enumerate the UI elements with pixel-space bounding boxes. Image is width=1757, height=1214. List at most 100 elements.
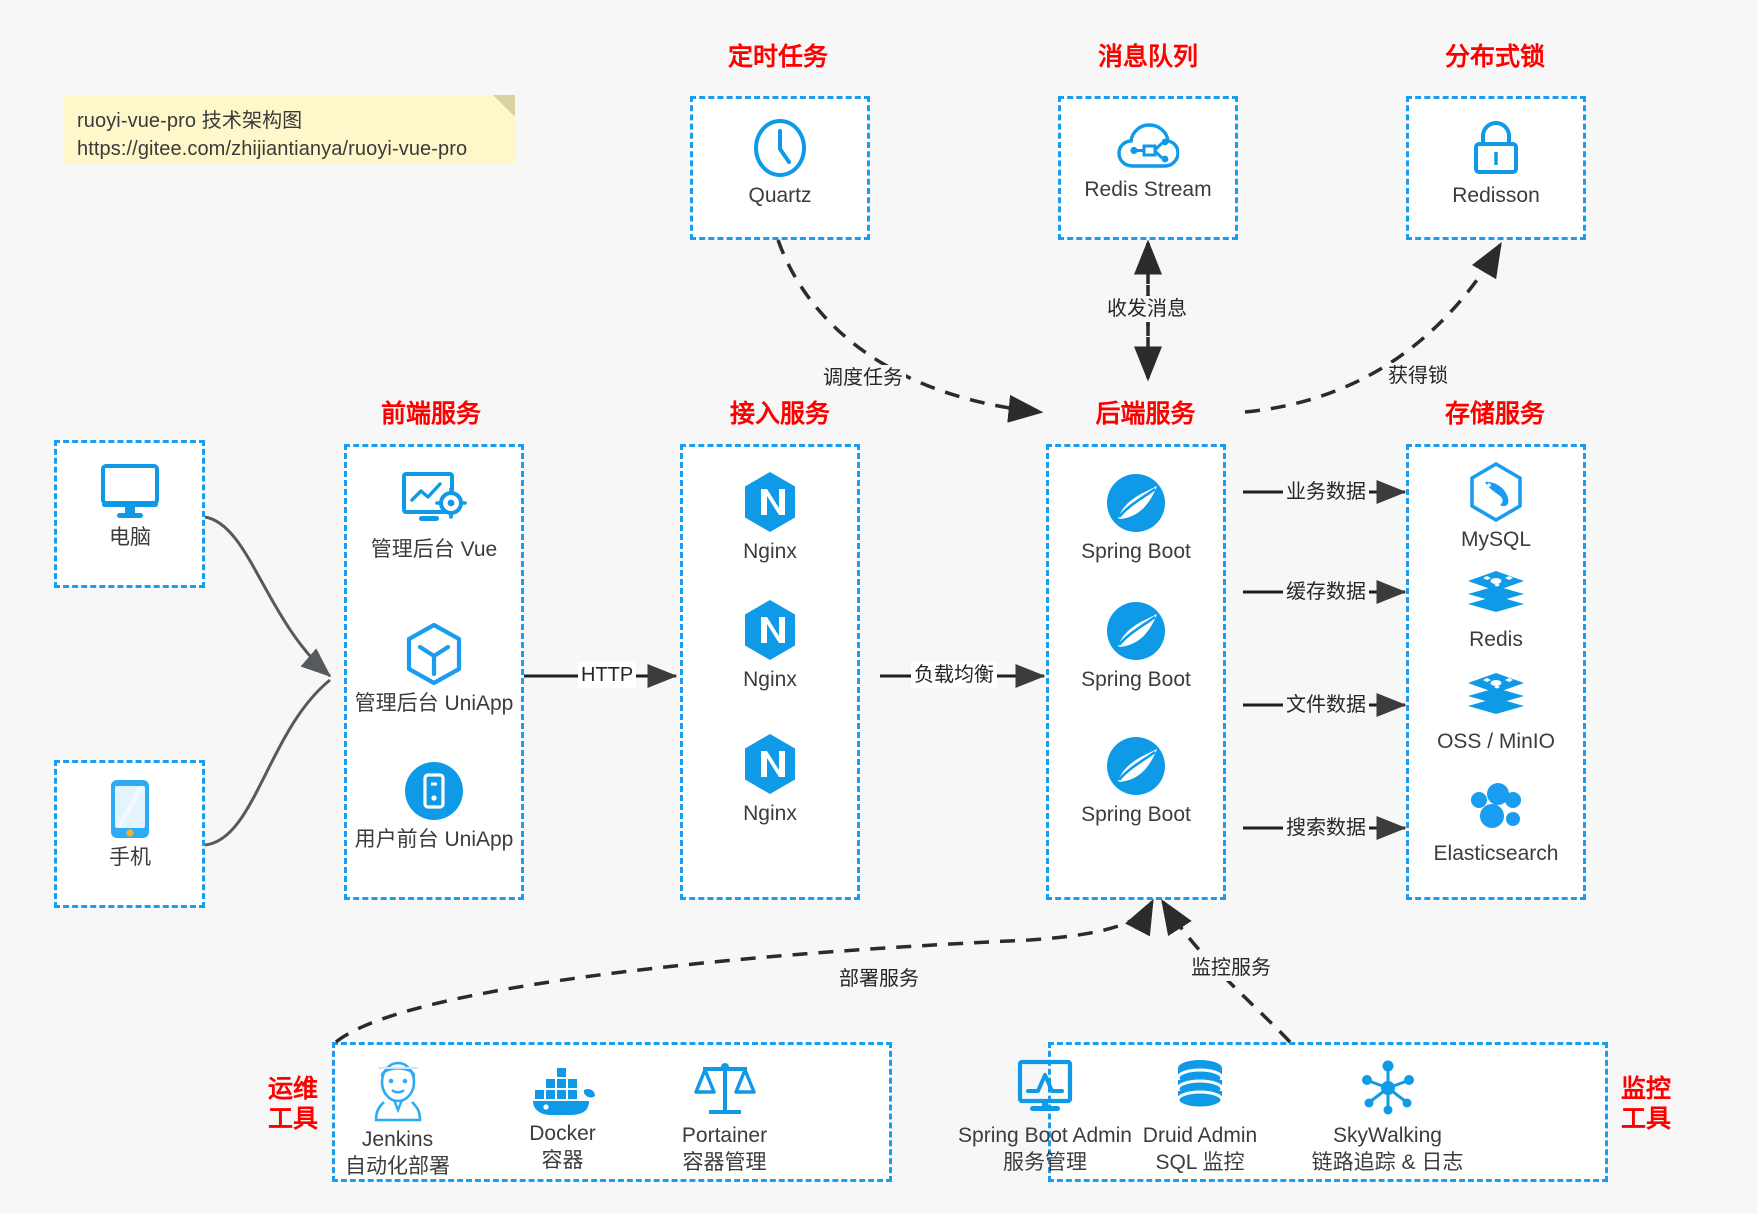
group-title-gateway: 接入服务 [729, 400, 830, 428]
node-label: MySQL [1460, 528, 1531, 551]
node-label: Nginx [743, 668, 797, 691]
node-label: Quartz [748, 184, 812, 207]
group-box-monitor [1048, 1042, 1608, 1182]
node-sublabel: SQL 监控 [1155, 1150, 1245, 1174]
cloud-network-icon [1117, 123, 1179, 168]
group-title-storage: 存储服务 [1444, 400, 1545, 428]
node-nginx-2[interactable]: Nginx [680, 598, 860, 694]
node-spring-boot-1[interactable]: Spring Boot [1046, 472, 1226, 566]
node-label: Redis [1469, 628, 1523, 651]
note-fold-icon [493, 95, 515, 117]
jenkins-butler-icon [374, 1061, 421, 1122]
group-title-scheduled-task: 定时任务 [727, 43, 828, 71]
group-title-monitor: 监控 工具 [1611, 1075, 1681, 1134]
spring-boot-icon [1107, 737, 1165, 795]
group-title-devops: 运维 工具 [258, 1075, 328, 1134]
node-client-desktop[interactable]: 电脑 [74, 462, 186, 552]
node-quartz[interactable]: Quartz [724, 118, 836, 210]
node-sublabel: 容器 [541, 1148, 584, 1172]
edge-label-schedule-task: 调度任务 [820, 365, 906, 391]
redis-stack-icon [1468, 571, 1524, 612]
node-label: Elasticsearch [1433, 842, 1559, 865]
skywalking-node-icon [1361, 1060, 1414, 1115]
nginx-icon [745, 472, 795, 532]
node-redis-stream[interactable]: Redis Stream [1074, 120, 1222, 204]
group-title-devops-line1: 运维 [267, 1075, 318, 1103]
spring-boot-icon [1107, 474, 1165, 532]
dashboard-gear-icon [402, 472, 467, 521]
node-spring-boot-admin[interactable]: Spring Boot Admin 服务管理 [930, 1058, 1160, 1177]
clock-icon [754, 119, 806, 177]
spring-boot-icon [1107, 602, 1165, 660]
node-label: Portainer [681, 1124, 768, 1147]
node-admin-uniapp[interactable]: 管理后台 UniApp [344, 622, 524, 718]
node-druid-admin[interactable]: Druid Admin SQL 监控 [1110, 1058, 1290, 1177]
node-redis[interactable]: Redis [1406, 566, 1586, 654]
node-label: 管理后台 Vue [370, 538, 498, 561]
note-title: ruoyi-vue-pro 技术架构图 [77, 110, 303, 132]
edge-label-business-data: 业务数据 [1283, 479, 1369, 505]
node-elasticsearch[interactable]: Elasticsearch [1406, 778, 1586, 868]
node-label: 电脑 [109, 526, 151, 549]
node-nginx-3[interactable]: Nginx [680, 732, 860, 828]
node-label: Docker [529, 1122, 596, 1145]
node-sublabel: 容器管理 [682, 1150, 767, 1174]
node-skywalking[interactable]: SkyWalking 链路追踪 & 日志 [1280, 1058, 1495, 1177]
node-docker[interactable]: Docker 容器 [470, 1060, 655, 1175]
edge-label-send-receive-message: 收发消息 [1104, 296, 1190, 322]
node-label: Redisson [1452, 184, 1540, 207]
node-spring-boot-2[interactable]: Spring Boot [1046, 600, 1226, 694]
node-portainer[interactable]: Portainer 容器管理 [632, 1058, 817, 1177]
elasticsearch-icon [1471, 783, 1521, 828]
group-box-message-queue [1058, 96, 1238, 240]
edge-label-load-balance: 负载均衡 [911, 662, 997, 688]
desktop-computer-icon [101, 464, 159, 518]
group-title-monitor-line2: 工具 [1620, 1104, 1671, 1133]
node-label: 用户前台 UniApp [354, 828, 514, 851]
docker-whale-icon [532, 1068, 595, 1115]
node-label: 管理后台 UniApp [354, 692, 514, 715]
node-label: 手机 [109, 846, 151, 869]
group-title-frontend: 前端服务 [380, 400, 481, 428]
group-box-distributed-lock [1406, 96, 1586, 240]
node-label: SkyWalking [1333, 1124, 1442, 1147]
edge-label-cache-data: 缓存数据 [1283, 579, 1369, 605]
node-client-mobile[interactable]: 手机 [74, 778, 186, 872]
group-box-devops [332, 1042, 892, 1182]
node-label: Redis Stream [1084, 178, 1212, 201]
group-title-message-queue: 消息队列 [1097, 43, 1198, 71]
edge-label-search-data: 搜索数据 [1283, 815, 1369, 841]
node-nginx-1[interactable]: Nginx [680, 470, 860, 566]
object-storage-icon [1468, 673, 1524, 714]
node-label: Jenkins [361, 1128, 434, 1151]
node-oss-minio[interactable]: OSS / MinIO [1406, 668, 1586, 756]
node-admin-vue[interactable]: 管理后台 Vue [344, 470, 524, 564]
node-label: Spring Boot [1081, 540, 1191, 563]
nginx-icon [745, 734, 795, 794]
nginx-icon [745, 600, 795, 660]
diagram-note: ruoyi-vue-pro 技术架构图 https://gitee.com/zh… [63, 95, 515, 164]
node-label: OSS / MinIO [1437, 730, 1555, 753]
node-sublabel: 自动化部署 [345, 1154, 450, 1178]
node-label: Spring Boot [1081, 668, 1191, 691]
node-mysql[interactable]: MySQL [1406, 462, 1586, 554]
uniapp-cube-icon [406, 622, 462, 686]
node-jenkins[interactable]: Jenkins 自动化部署 [305, 1060, 490, 1181]
edge-label-monitor-service: 监控服务 [1188, 955, 1274, 981]
node-label: Spring Boot [1081, 803, 1191, 826]
edge-label-deploy-service: 部署服务 [836, 966, 922, 992]
database-cylinder-icon [1176, 1060, 1224, 1110]
group-title-distributed-lock: 分布式锁 [1444, 43, 1545, 71]
node-label: Spring Boot Admin [958, 1124, 1132, 1147]
node-user-uniapp[interactable]: 用户前台 UniApp [344, 760, 524, 854]
node-sublabel: 服务管理 [1003, 1150, 1087, 1174]
group-title-devops-line2: 工具 [267, 1104, 318, 1133]
edge-label-http: HTTP [578, 662, 637, 688]
group-title-backend: 后端服务 [1095, 400, 1196, 428]
padlock-icon [1474, 121, 1518, 174]
edge-label-acquire-lock: 获得锁 [1385, 363, 1451, 389]
node-redisson[interactable]: Redisson [1440, 118, 1552, 210]
node-spring-boot-3[interactable]: Spring Boot [1046, 735, 1226, 829]
node-label: Druid Admin [1142, 1124, 1258, 1147]
